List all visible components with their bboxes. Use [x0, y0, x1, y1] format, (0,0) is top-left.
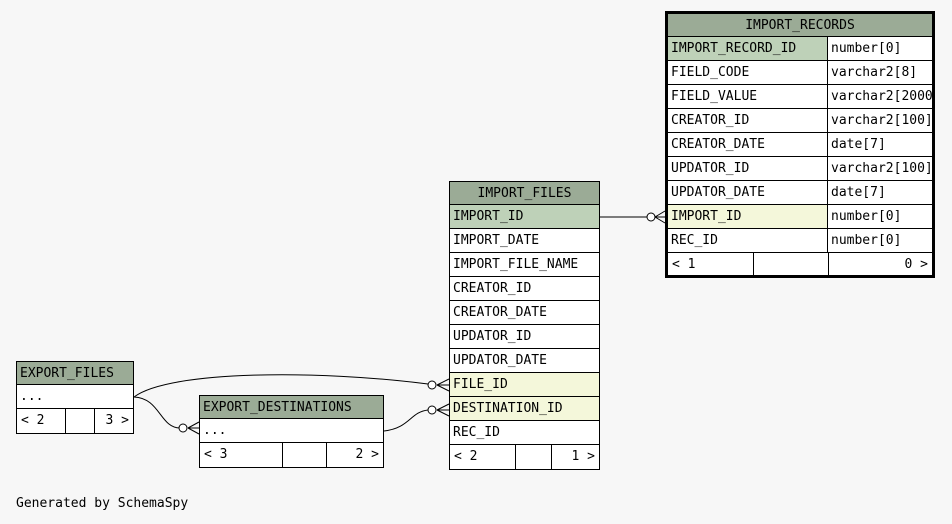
column-row[interactable]: FIELD_CODE varchar2[8] [668, 61, 932, 85]
column-name: CREATOR_ID [453, 281, 532, 296]
column-row[interactable]: REC_ID number[0] [668, 229, 932, 253]
link-file-id-optional-marker [427, 380, 437, 390]
column-row[interactable]: CREATOR_DATE [450, 301, 599, 325]
column-name: CREATOR_DATE [453, 305, 547, 320]
column-row[interactable]: REC_ID [450, 421, 599, 445]
column-name: DESTINATION_ID [450, 397, 599, 420]
children-count[interactable]: 2 > [355, 447, 379, 462]
column-name: FILE_ID [450, 373, 599, 396]
column-name: IMPORT_RECORD_ID [668, 37, 827, 60]
table-import-records[interactable]: IMPORT_RECORDS IMPORT_RECORD_ID number[0… [665, 11, 935, 278]
footer-spacer [283, 443, 327, 467]
table-footer: < 3 2 > [200, 443, 383, 467]
column-row[interactable]: UPDATOR_DATE [450, 349, 599, 373]
column-name: UPDATOR_DATE [671, 185, 765, 200]
column-row[interactable]: FILE_ID [450, 373, 599, 397]
column-type: number[0] [827, 205, 932, 228]
column-name: UPDATOR_ID [671, 161, 750, 176]
footer-spacer [66, 409, 95, 433]
column-row[interactable]: UPDATOR_ID [450, 325, 599, 349]
column-name: CREATOR_ID [671, 113, 750, 128]
column-type: varchar2[100] [827, 109, 932, 132]
column-name: IMPORT_ID [450, 205, 599, 228]
column-row[interactable]: IMPORT_RECORD_ID number[0] [668, 37, 932, 61]
column-row[interactable]: IMPORT_ID [450, 205, 599, 229]
column-row[interactable]: CREATOR_ID varchar2[100] [668, 109, 932, 133]
column-row[interactable]: CREATOR_DATE date[7] [668, 133, 932, 157]
table-footer: < 1 0 > [668, 253, 932, 277]
column-type: date[7] [827, 133, 932, 156]
table-title[interactable]: IMPORT_RECORDS [668, 14, 932, 37]
link-file-id-crowsfoot [436, 378, 450, 392]
column-row[interactable]: IMPORT_ID number[0] [668, 205, 932, 229]
column-name: REC_ID [453, 425, 500, 440]
generated-by-caption: Generated by SchemaSpy [16, 496, 189, 511]
column-type: varchar2[2000] [827, 85, 932, 108]
column-type: date[7] [827, 181, 932, 204]
link-destination-id-optional-marker [427, 405, 437, 415]
table-export-files[interactable]: EXPORT_FILES ... < 2 3 > [16, 361, 134, 434]
column-type: varchar2[100] [827, 157, 932, 180]
column-type: number[0] [827, 229, 932, 252]
column-row[interactable]: ... [17, 385, 133, 409]
column-row[interactable]: UPDATOR_ID varchar2[100] [668, 157, 932, 181]
children-count[interactable]: 1 > [571, 449, 595, 464]
column-name: IMPORT_ID [668, 205, 827, 228]
ellipsis-row: ... [203, 423, 227, 438]
column-name: UPDATOR_ID [453, 329, 532, 344]
table-export-destinations[interactable]: EXPORT_DESTINATIONS ... < 3 2 > [199, 395, 384, 468]
link-export-dest [133, 396, 181, 429]
link-export-dest-optional-marker [178, 423, 188, 433]
children-count[interactable]: 3 > [105, 413, 129, 428]
table-import-files[interactable]: IMPORT_FILES IMPORT_ID IMPORT_DATE IMPOR… [449, 181, 600, 470]
link-import-id-optional-marker [646, 212, 656, 222]
parents-count[interactable]: < 2 [450, 445, 516, 469]
parents-count[interactable]: < 3 [200, 443, 283, 467]
table-footer: < 2 1 > [450, 445, 599, 469]
column-name: UPDATOR_DATE [453, 353, 547, 368]
ellipsis-row: ... [20, 389, 44, 404]
link-import-id-crowsfoot [654, 210, 666, 224]
parents-count[interactable]: < 2 [17, 409, 66, 433]
column-name: REC_ID [671, 233, 718, 248]
footer-spacer [516, 445, 552, 469]
column-row[interactable]: FIELD_VALUE varchar2[2000] [668, 85, 932, 109]
column-name: IMPORT_FILE_NAME [453, 257, 579, 272]
table-title[interactable]: IMPORT_FILES [450, 182, 599, 205]
column-name: FIELD_VALUE [671, 89, 758, 104]
table-footer: < 2 3 > [17, 409, 133, 433]
link-export-dest-crowsfoot [187, 421, 200, 435]
link-file-id [133, 374, 429, 398]
table-title[interactable]: EXPORT_FILES [17, 362, 133, 385]
column-name: IMPORT_DATE [453, 233, 540, 248]
column-name: FIELD_CODE [671, 65, 750, 80]
column-type: varchar2[8] [827, 61, 932, 84]
column-type: number[0] [827, 37, 932, 60]
parents-count[interactable]: < 1 [668, 253, 754, 277]
children-count[interactable]: 0 > [904, 257, 928, 272]
column-name: CREATOR_DATE [671, 137, 765, 152]
column-row[interactable]: CREATOR_ID [450, 277, 599, 301]
column-row[interactable]: DESTINATION_ID [450, 397, 599, 421]
link-destination-id-crowsfoot [436, 403, 450, 417]
column-row[interactable]: ... [200, 419, 383, 443]
column-row[interactable]: IMPORT_FILE_NAME [450, 253, 599, 277]
table-title[interactable]: EXPORT_DESTINATIONS [200, 396, 383, 419]
link-destination-id [383, 409, 429, 432]
column-row[interactable]: UPDATOR_DATE date[7] [668, 181, 932, 205]
column-row[interactable]: IMPORT_DATE [450, 229, 599, 253]
footer-spacer [754, 253, 829, 277]
